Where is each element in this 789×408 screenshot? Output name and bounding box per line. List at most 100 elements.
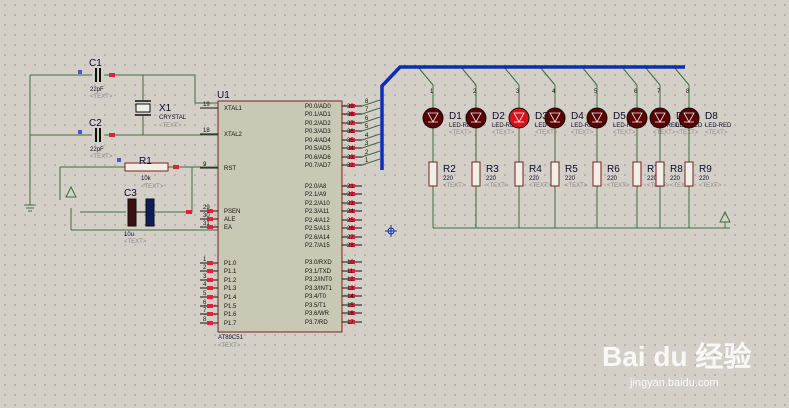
microcontroller-u1-labels[interactable]: U1 AT89C51 <TEXT> <box>217 90 244 349</box>
led-bus-number: 5 <box>594 89 598 95</box>
bus-entry-wire <box>361 150 381 158</box>
r1-pin-marker <box>173 165 179 169</box>
watermark: Bai du 经验 jingyan.baidu.com <box>602 340 751 389</box>
resistor-value: 220 <box>647 176 658 182</box>
u1-left-pin-name: RST <box>224 166 236 172</box>
led-ref: D4 <box>571 111 584 122</box>
u1-right-pin-name: P3.3/INT1 <box>305 286 333 292</box>
led-bus-number: 4 <box>552 89 556 95</box>
capacitor-c1[interactable]: C1 22pF <TEXT> <box>89 58 113 100</box>
u1-left-pin-name: P1.0 <box>224 261 237 267</box>
u1-right-pin-number: 23 <box>347 201 354 207</box>
u1-right-pin-marker <box>349 303 355 307</box>
led-diode-icon <box>470 112 482 123</box>
u1-left-pin-number: 29 <box>203 205 210 211</box>
led-value: LED-RED <box>613 123 640 129</box>
led-ref: D5 <box>613 111 626 122</box>
resistor-value: 220 <box>699 176 710 182</box>
r1-ref: R1 <box>139 156 152 167</box>
resistor-text-placeholder: <TEXT> <box>670 183 693 189</box>
bus-number: 8 <box>365 99 369 105</box>
u1-left-pin-marker <box>207 304 213 308</box>
led-text-placeholder: <TEXT> <box>449 130 472 136</box>
resistor-ref: R9 <box>699 164 712 175</box>
u1-right-pin-number: 22 <box>347 192 354 198</box>
u1-left-pin-number: 1 <box>203 257 207 263</box>
resistor-body <box>471 161 481 187</box>
led-body <box>465 107 487 129</box>
led-body <box>678 107 700 129</box>
u1-right-pin-marker <box>349 146 355 150</box>
bus-number: 3 <box>365 141 369 147</box>
led-bus-tap <box>539 66 556 86</box>
resistor-text-placeholder: <TEXT> <box>443 183 466 189</box>
led-body <box>508 107 530 129</box>
bus-entry-wire <box>361 124 381 132</box>
led-ref: D1 <box>449 111 462 122</box>
resistor-r1[interactable]: R1 10k <TEXT> <box>139 156 164 190</box>
resistor-ref: R6 <box>607 164 620 175</box>
bus-entry-wire <box>361 158 381 166</box>
led-text-placeholder: <TEXT> <box>613 130 636 136</box>
u1-right-pin-number: 15 <box>347 303 354 309</box>
u1-right-pin-number: 25 <box>347 218 354 224</box>
bus-entry-wire <box>361 141 381 149</box>
resistor-text-placeholder: <TEXT> <box>699 183 722 189</box>
u1-left-pin-marker <box>207 278 213 282</box>
u1-left-pin-marker <box>207 269 213 273</box>
u1-right-pin-number: 34 <box>347 146 354 152</box>
led-bus-number: 3 <box>516 89 520 95</box>
bus-entry-wire <box>361 99 381 107</box>
u1-right-pin-number: 14 <box>347 294 354 300</box>
u1-left-pin-marker <box>207 261 213 265</box>
u1-right-pin-marker <box>349 201 355 205</box>
resistor-text-placeholder: <TEXT> <box>529 183 552 189</box>
resistor-ref: R8 <box>670 164 683 175</box>
led-value: LED-RED <box>492 123 519 129</box>
u1-right-pin-name: P0.3/AD3 <box>305 129 331 135</box>
crystal-x1[interactable]: X1 CRYSTAL <TEXT> <box>159 103 187 129</box>
capacitor-c2[interactable]: C2 22pF <TEXT> <box>89 118 113 160</box>
u1-right-pin-number: 38 <box>347 112 354 118</box>
bus-entry-wire <box>361 107 381 115</box>
led-diode-icon <box>513 112 525 123</box>
led-body <box>626 107 648 129</box>
u1-left-pin-marker <box>207 321 213 325</box>
u1-right-pin-marker <box>349 129 355 133</box>
u1-right-pin-marker <box>349 192 355 196</box>
u1-right-pin-name: P3.0/RXD <box>305 260 332 266</box>
u1-right-pin-marker <box>349 163 355 167</box>
u1-right-pin-name: P2.2/A10 <box>305 201 330 207</box>
u1-right-pin-number: 16 <box>347 311 354 317</box>
led-value: LED-RED <box>705 123 732 129</box>
led-diode-icon <box>654 112 666 123</box>
resistor-ref: R4 <box>529 164 542 175</box>
u1-right-pin-marker <box>349 104 355 108</box>
resistor-value: 220 <box>486 176 497 182</box>
capacitor-c3[interactable]: C3 10u <TEXT> <box>124 188 147 245</box>
u1-right-pin-name: P2.0/A8 <box>305 184 327 190</box>
resistor-value: 220 <box>670 176 681 182</box>
led-text-placeholder: <TEXT> <box>571 130 594 136</box>
u1-right-pin-marker <box>349 155 355 159</box>
x1-ref: X1 <box>159 103 172 114</box>
x1-value: CRYSTAL <box>159 115 187 121</box>
resistor-value: 220 <box>565 176 576 182</box>
wires <box>29 66 730 231</box>
u1-right-pin-number: 13 <box>347 286 354 292</box>
resistor-body <box>550 161 560 187</box>
u1-right-pin-number: 37 <box>347 121 354 127</box>
